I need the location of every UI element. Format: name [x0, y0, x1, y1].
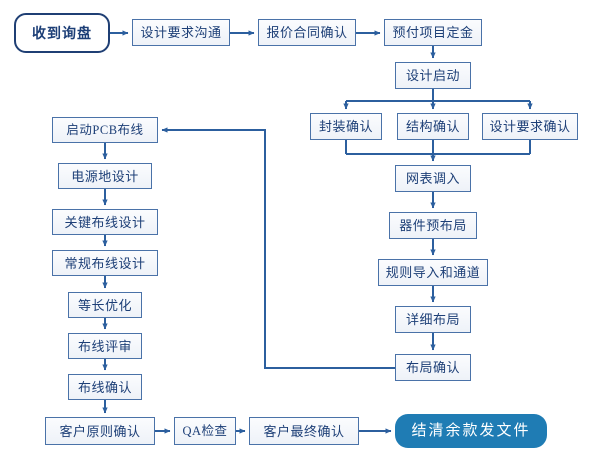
flow-node-label: 详细布局: [405, 312, 460, 327]
flow-node-label: 布线确认: [77, 379, 132, 395]
flow-node-label: 设计要求沟通: [140, 25, 222, 40]
flow-node-label: 布局确认: [405, 360, 460, 375]
flow-node-n03[interactable]: 报价合同确认: [258, 19, 356, 46]
flow-node-n10[interactable]: 器件预布局: [389, 212, 477, 239]
flow-node-n06[interactable]: 封装确认: [310, 113, 382, 140]
flow-node-label: 常规布线设计: [64, 255, 146, 271]
flow-node-n14[interactable]: 启动PCB布线: [52, 117, 158, 143]
flow-node-label: 报价合同确认: [266, 25, 348, 40]
flow-node-n18[interactable]: 等长优化: [68, 292, 142, 318]
flow-node-label: 网表调入: [405, 171, 460, 186]
flow-node-n01[interactable]: 收到询盘: [14, 13, 110, 53]
flow-node-label: 布线评审: [77, 338, 132, 354]
flow-node-label: 设计启动: [405, 68, 460, 83]
flow-node-n21[interactable]: 客户原则确认: [45, 417, 155, 445]
edge-n13-n14-feedback: [161, 127, 395, 369]
flow-node-label: 器件预布局: [399, 218, 467, 233]
flow-node-label: 收到询盘: [32, 25, 92, 41]
flow-node-n11[interactable]: 规则导入和通道: [378, 259, 488, 286]
flow-node-label: 结构确认: [405, 119, 460, 134]
flow-node-label: 规则导入和通道: [385, 265, 481, 280]
flow-node-label: QA检查: [182, 423, 228, 438]
flow-node-n05[interactable]: 设计启动: [395, 62, 471, 89]
flow-node-label: 设计要求确认: [489, 119, 571, 134]
flow-node-n12[interactable]: 详细布局: [395, 306, 471, 333]
flow-node-n19[interactable]: 布线评审: [68, 333, 142, 359]
flow-node-label: 启动PCB布线: [66, 122, 144, 137]
flow-node-label: 预付项目定金: [392, 25, 474, 40]
flow-node-label: 客户原则确认: [59, 423, 141, 439]
flow-node-n24[interactable]: 结清余款发文件: [395, 414, 547, 448]
flow-node-n02[interactable]: 设计要求沟通: [132, 19, 230, 46]
flow-node-n09[interactable]: 网表调入: [395, 165, 471, 192]
flow-node-n13[interactable]: 布局确认: [395, 354, 471, 381]
flow-node-label: 电源地设计: [71, 168, 139, 184]
flow-node-n23[interactable]: 客户最终确认: [249, 417, 359, 445]
flow-node-label: 封装确认: [318, 119, 373, 134]
flow-node-n07[interactable]: 结构确认: [397, 113, 469, 140]
flow-node-label: 关键布线设计: [64, 214, 146, 230]
flow-node-label: 等长优化: [77, 297, 132, 313]
flow-node-n22[interactable]: QA检查: [174, 417, 236, 445]
flow-node-label: 结清余款发文件: [411, 422, 531, 439]
flow-node-n20[interactable]: 布线确认: [68, 374, 142, 400]
flow-node-n17[interactable]: 常规布线设计: [52, 250, 158, 276]
flow-node-n16[interactable]: 关键布线设计: [52, 209, 158, 235]
flow-node-n08[interactable]: 设计要求确认: [482, 113, 578, 140]
flow-node-n15[interactable]: 电源地设计: [58, 163, 152, 189]
flow-node-label: 客户最终确认: [263, 423, 345, 439]
flow-node-n04[interactable]: 预付项目定金: [384, 19, 482, 46]
